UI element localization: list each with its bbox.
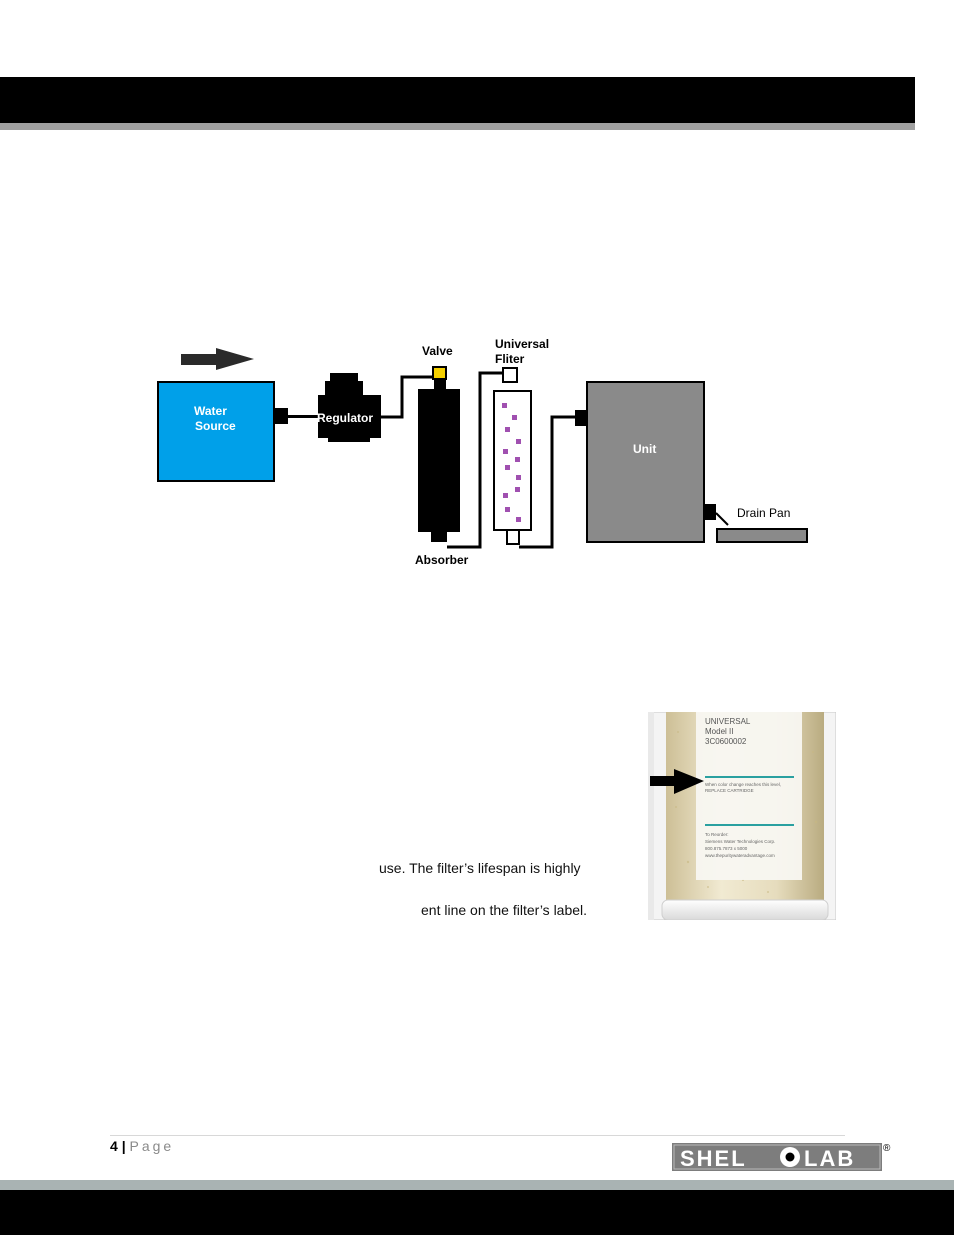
logo-text-lab: LAB xyxy=(804,1146,855,1171)
photo-label-reorder3: 800.875.7873 x 5000 xyxy=(705,846,748,851)
photo-label-part: 3C0600002 xyxy=(705,737,747,746)
filter-bead xyxy=(512,415,517,420)
absorber xyxy=(418,389,460,532)
filter-bead xyxy=(502,403,507,408)
drain-pan-label: Drain Pan xyxy=(737,506,790,520)
absorber-label: Absorber xyxy=(415,553,469,567)
photo-label-warning1: When color change reaches this level, xyxy=(705,782,781,787)
body-text-line2: ent line on the filter’s label. xyxy=(421,902,588,918)
photo-label-model: Model II xyxy=(705,727,733,736)
filter-bead xyxy=(515,487,520,492)
footer-band-grey xyxy=(0,1180,954,1190)
unit-label: Unit xyxy=(633,442,656,456)
valve xyxy=(432,366,447,380)
page-number-value: 4 xyxy=(110,1138,118,1154)
water-source-label-line2: Source xyxy=(195,419,236,433)
regulator xyxy=(318,373,381,442)
photo-label-reorder2: Siemens Water Technologies Corp. xyxy=(705,839,775,844)
header-bar xyxy=(0,77,915,123)
unit-box xyxy=(586,381,705,543)
header-rule xyxy=(0,123,915,130)
universal-filter xyxy=(493,390,532,531)
drain-pan xyxy=(716,528,808,543)
photo-label-reorder4: www.thepuritywateradvantage.com xyxy=(705,853,775,858)
page-word: Page xyxy=(129,1138,175,1154)
photo-label-universal: UNIVERSAL xyxy=(705,717,751,726)
filter-bead xyxy=(505,427,510,432)
page-separator: | xyxy=(121,1138,126,1154)
photo-label-reorder1: To Reorder: xyxy=(705,832,729,837)
logo-registered-mark: ® xyxy=(883,1143,891,1154)
filter-bead xyxy=(503,449,508,454)
filter-bead xyxy=(516,475,521,480)
shellab-logo: SHEL LAB ® xyxy=(672,1143,891,1171)
arrow-icon xyxy=(650,769,704,794)
filter-bead xyxy=(505,507,510,512)
filter-cartridge-photo: UNIVERSAL Model II 3C0600002 When color … xyxy=(648,712,836,920)
water-source-box xyxy=(157,381,275,482)
body-text-line1: use. The filter’s lifespan is highly xyxy=(379,860,581,876)
water-source-label-line1: Water xyxy=(194,404,227,418)
page-number: 4 | Page xyxy=(110,1138,174,1154)
flow-arrow-icon xyxy=(181,348,254,370)
filter-bead xyxy=(503,493,508,498)
regulator-label: Regulator xyxy=(317,411,373,425)
valve-label: Valve xyxy=(422,344,453,358)
logo-text-shel: SHEL xyxy=(680,1146,747,1171)
filter-bead xyxy=(516,517,521,522)
filter-beads xyxy=(502,403,521,522)
filter-label-line1: Universal xyxy=(495,337,549,351)
photo-label-warning2: REPLACE CARTRIDGE xyxy=(705,788,754,793)
filter-bead xyxy=(515,457,520,462)
footer-band-black xyxy=(0,1190,954,1235)
filter-label-line2: Fliter xyxy=(495,352,525,366)
filter-bead xyxy=(505,465,510,470)
footer-rule xyxy=(110,1135,845,1136)
water-system-diagram: Water Source Regulator Valve Absorber Un… xyxy=(157,337,808,567)
filter-bead xyxy=(516,439,521,444)
